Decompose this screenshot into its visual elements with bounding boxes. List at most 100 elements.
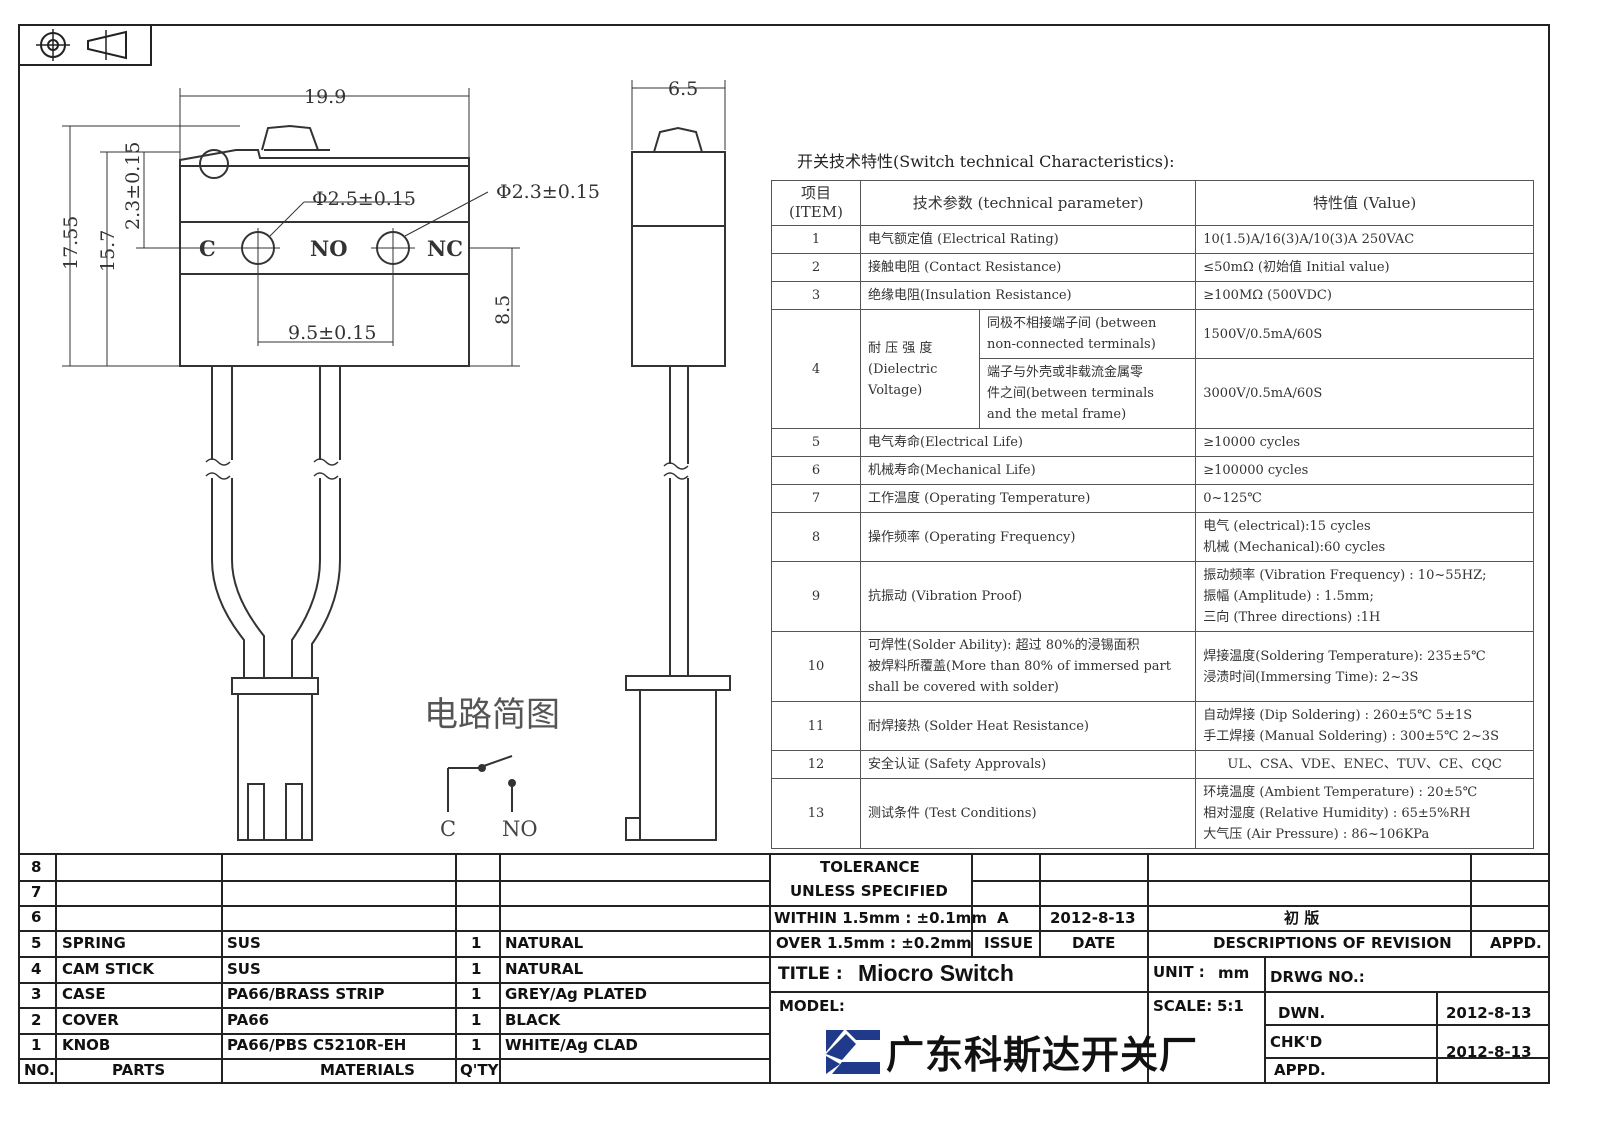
cell-line: 相对湿度 (Relative Humidity) : 65±5%RH <box>1203 806 1471 821</box>
spec-row-parameter: 电气寿命(Electrical Life) <box>859 428 1197 457</box>
cell-line: 电气 (electrical):15 cycles <box>1203 519 1371 534</box>
rule-h <box>18 956 769 958</box>
spec-row-parameter: 耐焊接热 (Solder Heat Resistance) <box>859 701 1197 751</box>
appd2-label: APPD. <box>1274 1061 1326 1079</box>
parts-row-name: COVER <box>62 1010 119 1029</box>
parts-row-qty: 1 <box>471 985 482 1003</box>
header-value: 特性值 (Value) <box>1195 180 1534 226</box>
parts-row-name: CAM STICK <box>62 959 155 978</box>
cell-line: (Dielectric <box>868 361 938 377</box>
parts-row-number: 8 <box>31 858 42 876</box>
terminal-c-label: C <box>199 236 216 261</box>
parts-row-number: 6 <box>31 908 42 926</box>
parts-row-qty: 1 <box>471 934 482 952</box>
cell-line: (ITEM) <box>789 203 843 221</box>
spec-row-number: 1 <box>771 225 861 254</box>
spec-row-value: 振动频率 (Vibration Frequency) : 10~55HZ;振幅 … <box>1195 561 1534 632</box>
dim-hole-left: Φ2.5±0.15 <box>312 188 416 210</box>
rule-h <box>18 982 769 984</box>
rule-v <box>971 853 973 956</box>
spec-row-value: ≥100000 cycles <box>1195 456 1534 485</box>
spec-row-number: 3 <box>771 281 861 310</box>
parts-row-number: 5 <box>31 934 42 952</box>
third-angle-projection-icon <box>36 29 127 61</box>
dim-top: 2.3±0.15 <box>122 142 144 230</box>
spec-row-value: ≥100MΩ (500VDC) <box>1195 281 1534 310</box>
parts-row-material: PA66 <box>227 1010 270 1029</box>
dim-pitch: 9.5±0.15 <box>288 322 376 344</box>
rule-v <box>1147 853 1149 956</box>
rule-h <box>18 880 769 882</box>
parts-row-number: 3 <box>31 985 42 1003</box>
cell-line: 手工焊接 (Manual Soldering) : 300±5℃ 2~3S <box>1203 729 1499 744</box>
parts-row-number: 4 <box>31 959 42 978</box>
model-label: MODEL: <box>779 997 845 1015</box>
cell-line: shall be covered with solder) <box>868 680 1059 695</box>
spec-row-number: 13 <box>771 778 861 849</box>
parts-row-finish: BLACK <box>505 1010 561 1029</box>
spec-row-value: 3000V/0.5mA/60S <box>1195 358 1534 429</box>
spec-row-value: UL、CSA、VDE、ENEC、TUV、CE、CQC <box>1195 750 1534 779</box>
revision-description: 初 版 <box>1284 909 1320 927</box>
revision-date: 2012-8-13 <box>1050 909 1136 927</box>
unit-value: mm <box>1218 964 1250 982</box>
header-parameter: 技术参数 (technical parameter) <box>859 180 1197 226</box>
company-logo-icon <box>826 1030 880 1074</box>
rule-h <box>1264 1057 1550 1059</box>
terminal-no-label: NO <box>310 236 348 261</box>
parts-row-name: CASE <box>62 985 106 1003</box>
rule-h <box>18 930 769 932</box>
spec-row-value: 自动焊接 (Dip Soldering) : 260±5℃ 5±1S 手工焊接 (… <box>1195 701 1534 751</box>
rule-v <box>499 853 501 1084</box>
spec-row-parameter: 接触电阻 (Contact Resistance) <box>859 253 1197 282</box>
drwg-no-label: DRWG NO.: <box>1270 968 1365 986</box>
rule-v <box>55 853 57 1084</box>
rule-h <box>18 905 769 907</box>
parts-row-material: SUS <box>227 934 261 952</box>
cell-line: 自动焊接 (Dip Soldering) : 260±5℃ 5±1S <box>1203 708 1473 723</box>
cell-line: non-connected terminals) <box>987 337 1156 352</box>
spec-row-number: 10 <box>771 631 861 702</box>
cell-line: 环境温度 (Ambient Temperature) : 20±5℃ <box>1203 785 1478 800</box>
switch-body-front <box>179 165 470 367</box>
cell-line: 可焊性(Solder Ability): 超过 80%的浸锡面积 <box>868 638 1140 653</box>
appd-label: APPD. <box>1490 934 1542 952</box>
parts-row-qty: 1 <box>471 1010 482 1029</box>
cell-line: and the metal frame) <box>987 407 1127 422</box>
spec-row-parameter: 电气额定值 (Electrical Rating) <box>859 225 1197 254</box>
descriptions-label: DESCRIPTIONS OF REVISION <box>1213 934 1452 952</box>
parts-row-qty: 1 <box>471 959 482 978</box>
cell-line: 项目 <box>800 184 831 202</box>
title-label: TITLE : <box>778 964 843 984</box>
spec-table: 项目(ITEM) 技术参数 (technical parameter)特性值 (V… <box>771 180 1534 849</box>
chkd-date: 2012-8-13 <box>1446 1043 1532 1061</box>
parts-header-parts: PARTS <box>112 1061 166 1079</box>
unit-label: UNIT : <box>1153 963 1205 981</box>
spec-row-parameter: 测试条件 (Test Conditions) <box>859 778 1197 849</box>
spec-row-value: 10(1.5)A/16(3)A/10(3)A 250VAC <box>1195 225 1534 254</box>
dwn-date: 2012-8-13 <box>1446 1004 1532 1022</box>
parts-row-number: 1 <box>31 1036 42 1054</box>
rule-v <box>1470 853 1472 956</box>
cell-line: 大气压 (Air Pressure) : 86~106KPa <box>1203 827 1430 842</box>
spec-row-value: ≥10000 cycles <box>1195 428 1534 457</box>
parts-row-finish: GREY/Ag PLATED <box>505 985 647 1003</box>
parts-row-name: SPRING <box>62 934 126 952</box>
rule-h <box>971 880 1550 882</box>
spec-row-parameter: 机械寿命(Mechanical Life) <box>859 456 1197 485</box>
issue-label: ISSUE <box>984 934 1033 952</box>
title-value: Miocro Switch <box>858 960 1014 986</box>
parts-header-qty: Q'TY <box>460 1061 499 1079</box>
rule-h <box>18 1058 769 1060</box>
parts-header-no: NO. <box>24 1061 55 1079</box>
spec-row-number: 9 <box>771 561 861 632</box>
rule-v <box>1264 956 1266 1084</box>
rule-v <box>769 853 771 1084</box>
circuit-title: 电路简图 <box>424 695 560 735</box>
